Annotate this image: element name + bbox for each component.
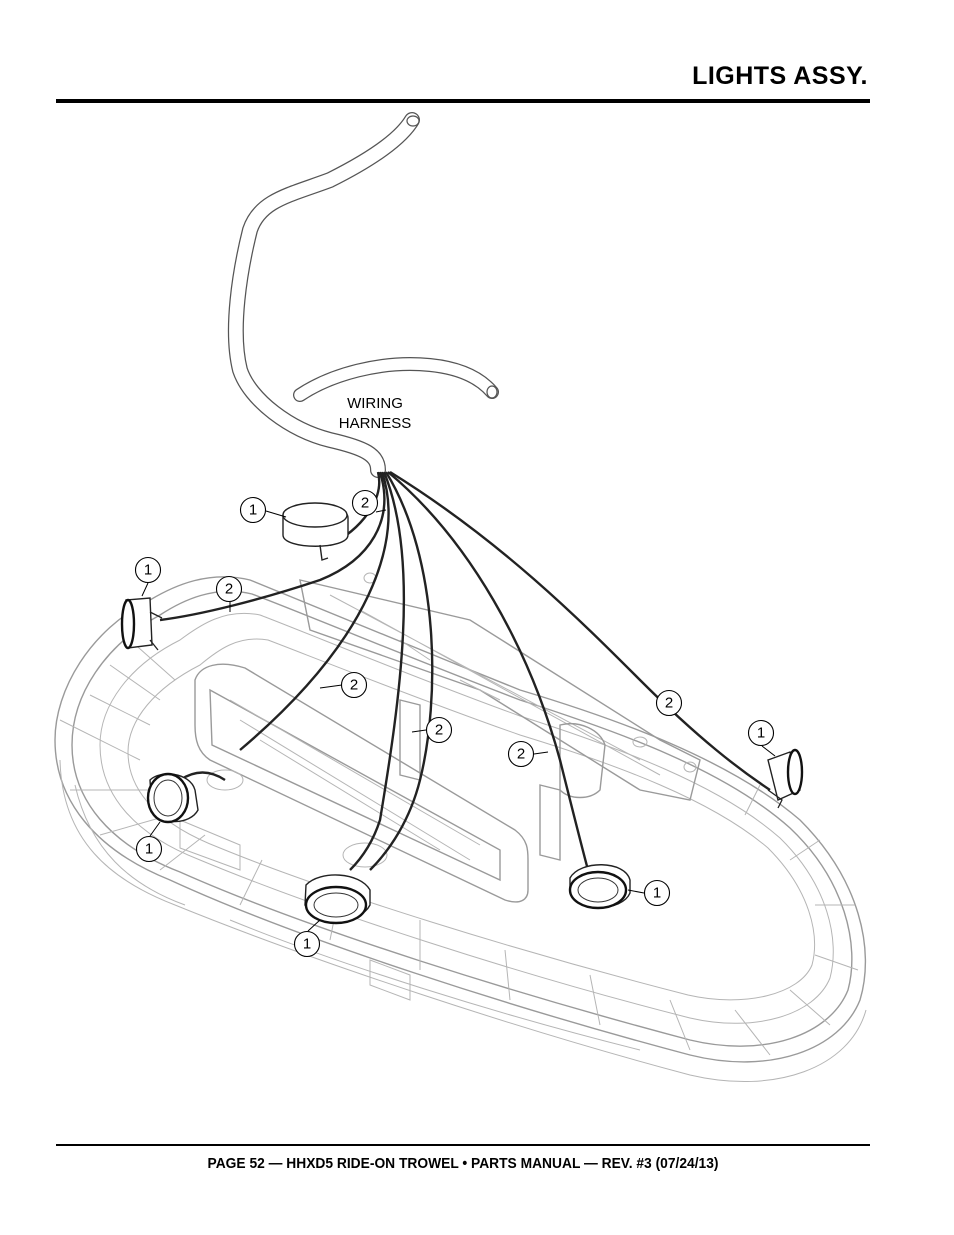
guard-ring-frame [54, 576, 867, 1082]
header-rule [56, 99, 870, 103]
callout-2-center: 2 [425, 716, 453, 744]
svg-text:2: 2 [665, 695, 673, 712]
harness-branch-wires [159, 470, 771, 871]
callout-1-top: 1 [239, 496, 267, 524]
callout-1-right: 1 [747, 719, 775, 747]
center-frame-body [179, 572, 701, 1001]
callout-1-left-upper: 1 [134, 556, 162, 584]
light-front-center [304, 874, 371, 925]
svg-text:2: 2 [350, 677, 358, 694]
callout-1-left-lower: 1 [135, 835, 163, 863]
callout-2-top: 2 [351, 489, 379, 517]
svg-text:1: 1 [249, 502, 257, 519]
callout-1-front-right: 1 [643, 879, 671, 907]
svg-text:2: 2 [361, 495, 369, 512]
harness-label-line2: HARNESS [339, 415, 412, 432]
light-left-upper [120, 597, 163, 651]
svg-text:1: 1 [653, 885, 661, 902]
page-title: LIGHTS ASSY. [692, 62, 868, 90]
svg-text:1: 1 [144, 562, 152, 579]
light-front-right [568, 864, 631, 910]
svg-text:1: 1 [757, 725, 765, 742]
light-left-lower [146, 772, 199, 824]
svg-text:2: 2 [225, 581, 233, 598]
callout-2-right: 2 [655, 689, 683, 717]
wiring-harness-tube [227, 112, 499, 478]
light-top-center [282, 502, 349, 561]
callout-2-center-right: 2 [507, 740, 535, 768]
callout-2-left-upper: 2 [215, 575, 243, 603]
svg-text:2: 2 [435, 722, 443, 739]
light-right [767, 748, 804, 809]
callout-leaders [141, 509, 776, 932]
page-footer: PAGE 52 — HHXD5 RIDE-ON TROWEL • PARTS M… [207, 1155, 719, 1172]
footer-rule [56, 1144, 870, 1146]
callout-1-front-center: 1 [293, 930, 321, 958]
svg-text:2: 2 [517, 746, 525, 763]
harness-label-line1: WIRING [347, 395, 403, 412]
svg-text:1: 1 [303, 936, 311, 953]
svg-text:1: 1 [145, 841, 153, 858]
callout-2-center-left: 2 [340, 671, 368, 699]
